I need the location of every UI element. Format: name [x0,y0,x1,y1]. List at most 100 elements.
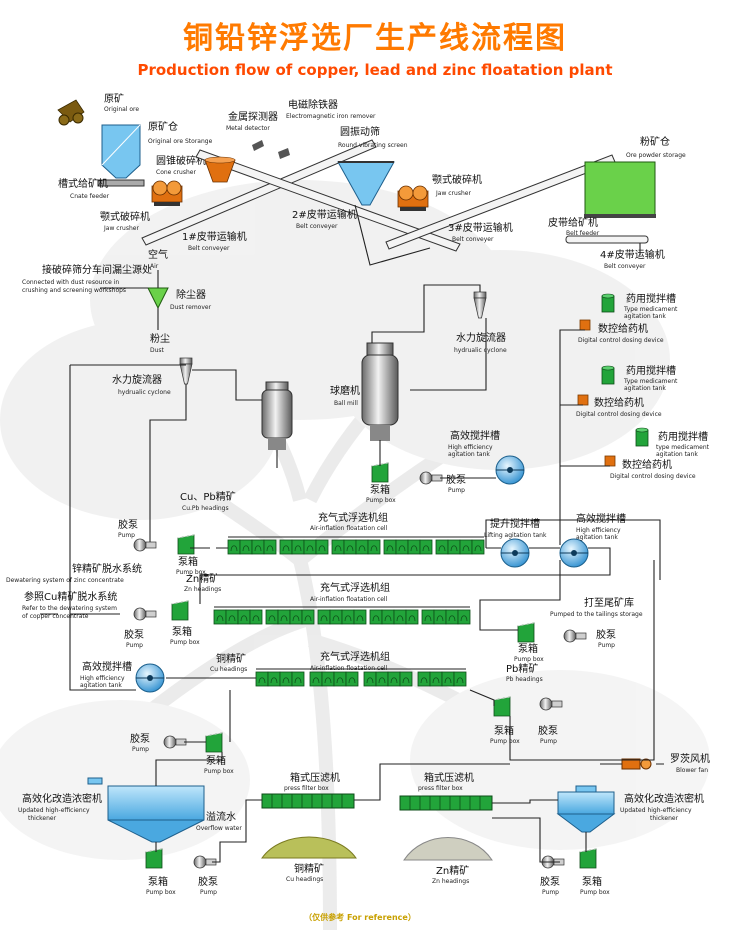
doser3-label: 数控给药机 [622,458,672,471]
flotation-cell [421,609,435,625]
cu-dewater-en2: of copper concentrate [22,613,89,620]
pumpbox-zn-2-label: 泵箱 [582,875,602,888]
return-line [485,519,661,580]
float1-en: Air-inflation floatation cell [310,525,388,532]
float2-label: 充气式浮选机组 [320,581,390,594]
pump-tail-en: Pump [598,642,615,649]
pumpbox-zn-label: 泵箱 [172,625,192,638]
filter2-en: press filter box [418,785,463,792]
pumpbox-zn [171,600,189,621]
belt3-label: 3#皮带运输机 [448,221,513,234]
vibrating-screen [337,161,395,206]
reagent2-label: 药用搅拌槽 [626,364,676,377]
belt4-label: 4#皮带运输机 [600,248,665,261]
cu-dewater-en1: Refer to the dewatering system [22,605,117,612]
pump-mill-en: Pump [448,487,465,494]
zn-dewater-en: Dewatering system of zinc concentrate [6,577,124,584]
pump-zn-en: Pump [126,642,143,649]
lifting-agitation-tank [500,538,530,568]
reagent3-en2: agitation tank [656,451,698,458]
flotation-cell [417,671,431,687]
flotation-cell [237,609,251,625]
pumpbox-cu-2-label: 泵箱 [148,875,168,888]
trough-feeder [97,179,145,187]
filter2-label: 箱式压滤机 [424,771,474,784]
metal-detector-icon [252,140,264,151]
flotation-cell [407,539,421,555]
agitation-tank-3 [135,663,165,693]
filter1-label: 箱式压滤机 [290,771,340,784]
raw-bin-en: Original ore Storange [148,138,213,145]
flotation-cell [441,671,455,687]
thickener1-en2: thickener [28,815,57,822]
agit3-label: 高效搅拌槽 [82,660,132,673]
doser1-en: Digital control dosing device [578,337,664,344]
flotation-cell [393,609,407,625]
jaw-crusher-2-label: 颚式破碎机 [432,173,482,186]
flotation-cell [353,609,367,625]
flotation-cell [429,671,443,687]
pumpbox-tail-en: Pump box [514,656,544,663]
pumpbox-row1-en: Pump box [176,569,206,576]
flotation-cell [291,539,305,555]
belt1-en: Belt conveyer [188,245,230,252]
agit3-en2: agitation tank [80,682,122,689]
iron-remover-icon [278,148,290,159]
footer-note: （仅供参考 For reference） [304,912,416,922]
raw-ore-en: Original ore [104,106,139,113]
flotation-cell [375,671,389,687]
flotation-cell [255,671,269,687]
agitation-tank-2 [559,538,589,568]
flotation-cell [355,539,369,555]
flotation-cell [279,539,293,555]
reagent-lines [559,329,610,545]
zn-pile-en: Zn headings [432,878,469,885]
screen-feed-line [354,204,431,266]
overflow-label: 溢流水 [206,810,236,823]
belt-conveyer-2 [195,149,461,252]
flotation-cell [419,539,433,555]
zn-dewater-label: 锌精矿脱水系统 [72,562,142,575]
cu-pile-label: 铜精矿 [294,862,324,875]
pumpbox-row1 [177,534,195,555]
pumpbox-pb-label: 泵箱 [494,724,514,737]
belt1-label: 1#皮带运输机 [182,230,247,243]
cone-crusher [204,156,236,183]
flotation-cell [471,539,485,555]
cone-crusher-en: Cone crusher [156,169,196,176]
pump-zn [133,607,157,621]
flotation-cell [329,609,343,625]
belt2-label: 2#皮带运输机 [292,208,357,221]
zn-head-en: Zn headings [184,586,221,593]
jaw-crusher-2 [397,185,429,212]
cu-pile-en: Cu headings [286,876,323,883]
reagent1-label: 药用搅拌槽 [626,292,676,305]
jaw-crusher-1-label: 颚式破碎机 [100,210,150,223]
flotation-cell [343,539,357,555]
cone-crusher-label: 圆锥破碎机 [156,154,206,167]
belt-conveyer-4 [565,235,649,244]
pump-mill [419,471,443,485]
zn-concentrate-pile [403,837,493,861]
trough-feeder-label: 槽式给矿机 [58,177,108,190]
thickener1-en1: Updated high-efficiency [18,807,90,814]
flotation-cell [301,609,315,625]
pumpbox-pb-en: Pump box [490,738,520,745]
pumpbox-zn-en: Pump box [170,639,200,646]
flotation-cell [251,539,265,555]
zn-head-label: Zn精矿 [186,572,219,585]
agit1-en2: agitation tank [448,451,490,458]
thickener2-en2: thickener [650,815,679,822]
flotation-cell [289,609,303,625]
pump-row1 [133,538,157,552]
cupb-en: Cu.Pb headings [182,505,229,512]
thickener1-label: 高效化改造浓密机 [22,792,102,805]
reagent1-en2: agitation tank [624,313,666,320]
pumpbox-cu-2-en: Pump box [146,889,176,896]
cu-concentrate-pile [261,836,357,859]
doser3-en: Digital control dosing device [610,473,696,480]
press-filter-zn [399,795,493,811]
dust-lines [100,270,159,330]
